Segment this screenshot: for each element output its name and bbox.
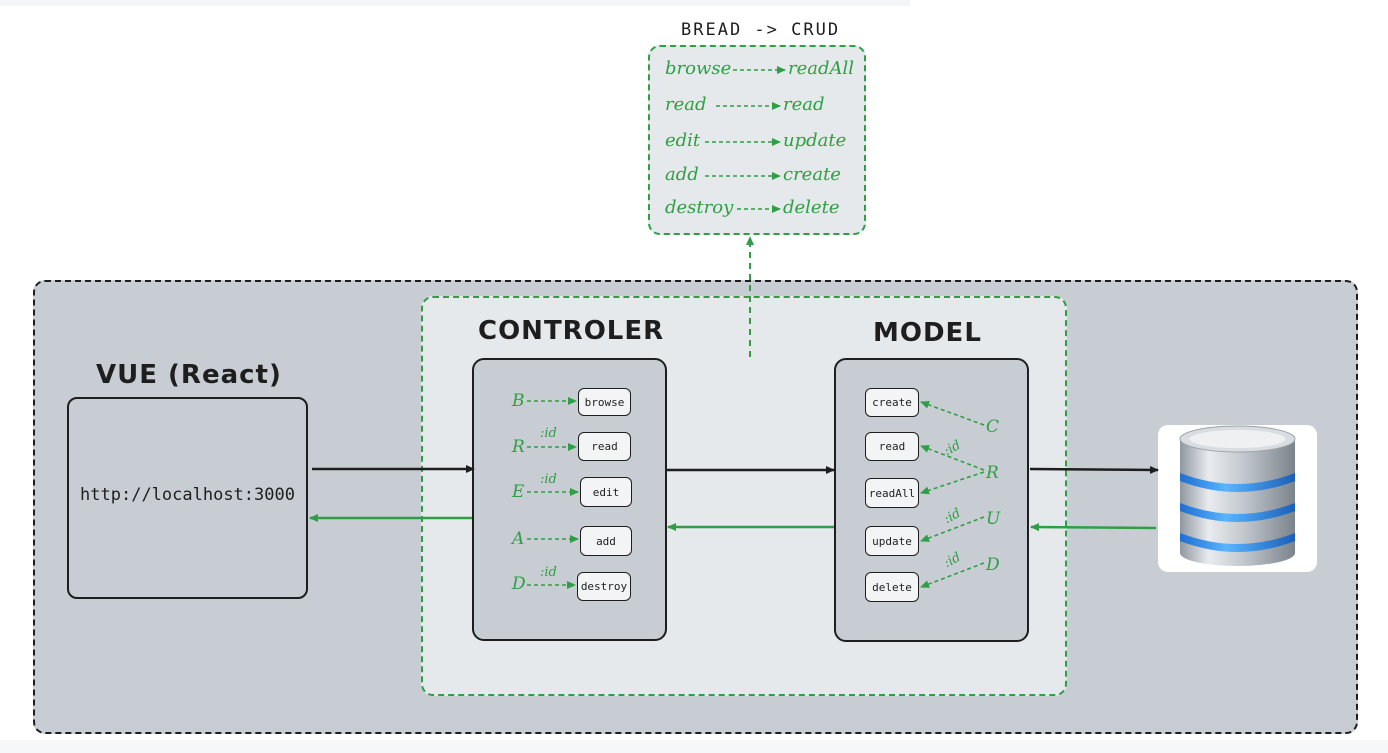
bread-row-add: add create — [665, 164, 865, 190]
bread-src: read — [665, 94, 707, 115]
top-strip — [0, 0, 910, 6]
bread-row-browse: browse readAll — [665, 58, 865, 84]
letter-d: D — [512, 574, 526, 594]
model-arrow-u-update — [920, 516, 985, 542]
edit-button[interactable]: edit — [580, 477, 632, 507]
bread-crud-box — [648, 45, 866, 235]
crud-dst: read — [783, 94, 825, 115]
model-arrow-d-delete — [920, 562, 985, 588]
browse-button[interactable]: browse — [578, 388, 631, 416]
readall-button[interactable]: readAll — [865, 478, 919, 508]
letter-u: U — [986, 509, 1001, 529]
bread-row-read: read read — [665, 94, 865, 120]
letter-r: R — [986, 463, 999, 483]
destroy-button[interactable]: destroy — [577, 572, 631, 601]
bread-crud-title: BREAD -> CRUD — [681, 20, 841, 40]
letter-d: D — [986, 555, 1000, 575]
bread-src: browse — [665, 58, 732, 79]
add-button[interactable]: add — [580, 526, 632, 556]
update-button[interactable]: update — [865, 526, 919, 556]
letter-a: A — [512, 529, 525, 549]
request-arrow-model-db — [1029, 465, 1159, 474]
create-button[interactable]: create — [865, 388, 919, 417]
vue-title: VUE (React) — [96, 360, 282, 390]
bread-row-edit: edit update — [665, 130, 865, 156]
vue-client-box: http://localhost:3000 — [67, 397, 308, 599]
id-param-label: :id — [540, 472, 557, 487]
read-button[interactable]: read — [578, 432, 631, 461]
database-tile[interactable] — [1158, 425, 1317, 572]
letter-b: B — [512, 391, 525, 411]
response-arrow-db-model — [1030, 523, 1157, 532]
model-title: MODEL — [873, 318, 982, 348]
letter-r: R — [512, 437, 525, 457]
letter-c: C — [986, 417, 1000, 437]
crud-dst: readAll — [788, 58, 855, 79]
bottom-strip — [0, 740, 1388, 753]
bread-src: destroy — [665, 197, 734, 218]
bread-src: add — [665, 164, 699, 185]
model-arrow-r-read — [920, 445, 985, 471]
localhost-url[interactable]: http://localhost:3000 — [80, 485, 295, 505]
model-arrow-r-readall — [920, 471, 985, 495]
model-arrow-c-create — [920, 400, 985, 426]
delete-button[interactable]: delete — [865, 572, 919, 602]
controller-panel — [472, 358, 667, 641]
controller-title: CONTROLER — [478, 316, 665, 346]
crud-dst: create — [783, 164, 841, 185]
crud-dst: update — [783, 130, 847, 151]
letter-e: E — [512, 482, 525, 502]
database-icon — [1179, 425, 1296, 566]
bread-row-destroy: destroy delete — [665, 197, 865, 223]
read-button[interactable]: read — [865, 432, 919, 461]
crud-dst: delete — [783, 197, 840, 218]
id-param-label: :id — [540, 426, 557, 441]
bread-src: edit — [665, 130, 701, 151]
id-param-label: :id — [540, 565, 557, 580]
